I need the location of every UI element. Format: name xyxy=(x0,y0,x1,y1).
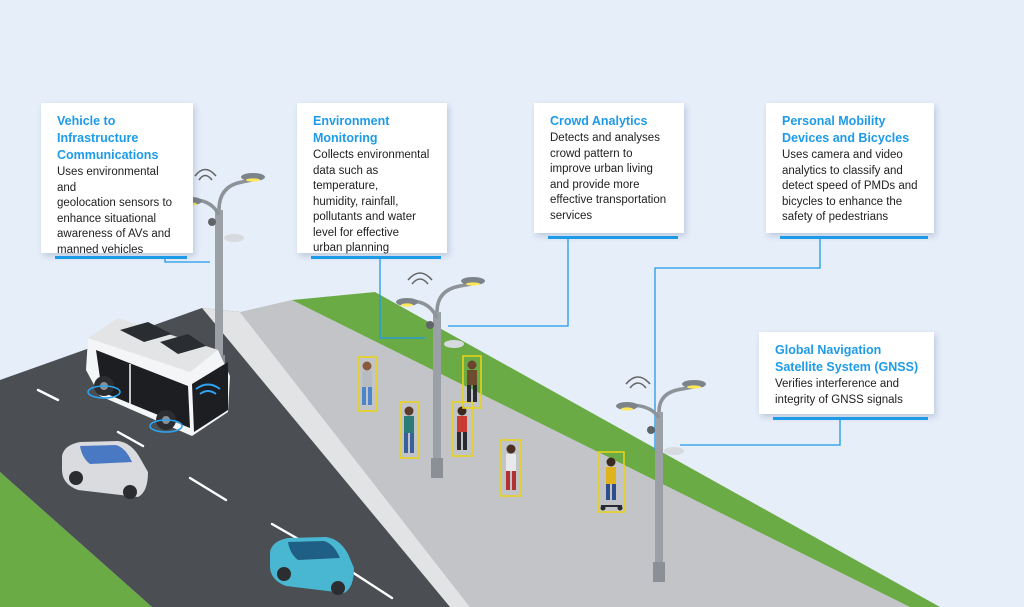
title-line: Environment xyxy=(313,114,390,128)
card-environment-title: Environment Monitoring xyxy=(313,113,433,147)
body-line: Uses camera and video xyxy=(782,149,903,161)
silver-car xyxy=(62,441,148,499)
body-line: pollutants and water xyxy=(313,211,416,223)
lane-markings xyxy=(36,388,394,600)
pedestrian-4 xyxy=(462,355,482,409)
card-pmd: Personal Mobility Devices and Bicycles U… xyxy=(766,103,934,239)
body-line: urban planning xyxy=(313,242,390,254)
body-line: improve urban living xyxy=(550,163,653,175)
title-line: Global Navigation xyxy=(775,343,882,357)
body-line: crowd pattern to xyxy=(550,147,633,160)
street-light-2 xyxy=(396,272,485,478)
card-pmd-body: Uses camera and video analytics to class… xyxy=(782,148,920,226)
body-line: enhance situational xyxy=(57,212,157,225)
title-line: Communications xyxy=(57,148,159,162)
card-environment: Environment Monitoring Collects environm… xyxy=(297,103,447,259)
body-line: analytics to classify and xyxy=(782,164,903,177)
card-v2i: Vehicle to Infrastructure Communications… xyxy=(41,103,193,259)
body-line: and provide more xyxy=(550,178,640,191)
sidewalk xyxy=(240,300,910,607)
body-line: Collects environmental xyxy=(313,149,430,161)
pmd-rider xyxy=(597,451,625,513)
body-line: services xyxy=(550,209,593,222)
body-line: bicycles to enhance the xyxy=(782,195,903,208)
card-environment-body: Collects environmental data such as temp… xyxy=(313,148,433,257)
body-line: data such as temperature, xyxy=(313,164,379,193)
title-line: Crowd Analytics xyxy=(550,114,648,128)
title-line: Personal Mobility xyxy=(782,114,886,128)
body-line: Verifies interference and xyxy=(775,378,900,390)
body-line: detect speed of PMDs and xyxy=(782,180,918,192)
card-crowd-title: Crowd Analytics xyxy=(550,113,670,130)
card-crowd: Crowd Analytics Detects and analyses cro… xyxy=(534,103,684,239)
pedestrian-5 xyxy=(500,439,522,497)
autonomous-bus xyxy=(86,318,230,436)
card-pmd-title: Personal Mobility Devices and Bicycles xyxy=(782,113,920,147)
card-v2i-title: Vehicle to Infrastructure Communications xyxy=(57,113,179,164)
card-gnss: Global Navigation Satellite System (GNSS… xyxy=(759,332,934,420)
street-light-3 xyxy=(616,376,706,582)
pedestrian-2 xyxy=(399,401,419,459)
body-line: humidity, rainfall, xyxy=(313,195,399,208)
title-line: Devices and Bicycles xyxy=(782,131,910,145)
connector-lines xyxy=(164,238,841,450)
body-line: integrity of GNSS signals xyxy=(775,393,903,406)
card-v2i-body: Uses environmental and geolocation senso… xyxy=(57,165,179,258)
teal-car xyxy=(270,537,354,595)
body-line: effective transportation xyxy=(550,194,667,206)
body-line: Detects and analyses xyxy=(550,132,660,144)
card-gnss-title: Global Navigation Satellite System (GNSS… xyxy=(775,342,920,376)
title-line: Satellite System (GNSS) xyxy=(775,360,919,374)
body-line: level for effective xyxy=(313,226,400,239)
pedestrian-1 xyxy=(357,356,377,412)
curb xyxy=(202,308,470,607)
body-line: manned vehicles xyxy=(57,243,144,256)
body-line: Uses environmental and xyxy=(57,166,159,194)
title-line: Infrastructure xyxy=(57,131,139,145)
body-line: geolocation sensors to xyxy=(57,197,173,209)
card-gnss-body: Verifies interference and integrity of G… xyxy=(775,377,920,408)
title-line: Monitoring xyxy=(313,131,378,145)
title-line: Vehicle to xyxy=(57,114,116,128)
body-line: awareness of AVs and xyxy=(57,228,171,240)
card-crowd-body: Detects and analyses crowd pattern to im… xyxy=(550,131,670,224)
grass-strip xyxy=(292,292,940,607)
body-line: safety of pedestrians xyxy=(782,211,889,223)
